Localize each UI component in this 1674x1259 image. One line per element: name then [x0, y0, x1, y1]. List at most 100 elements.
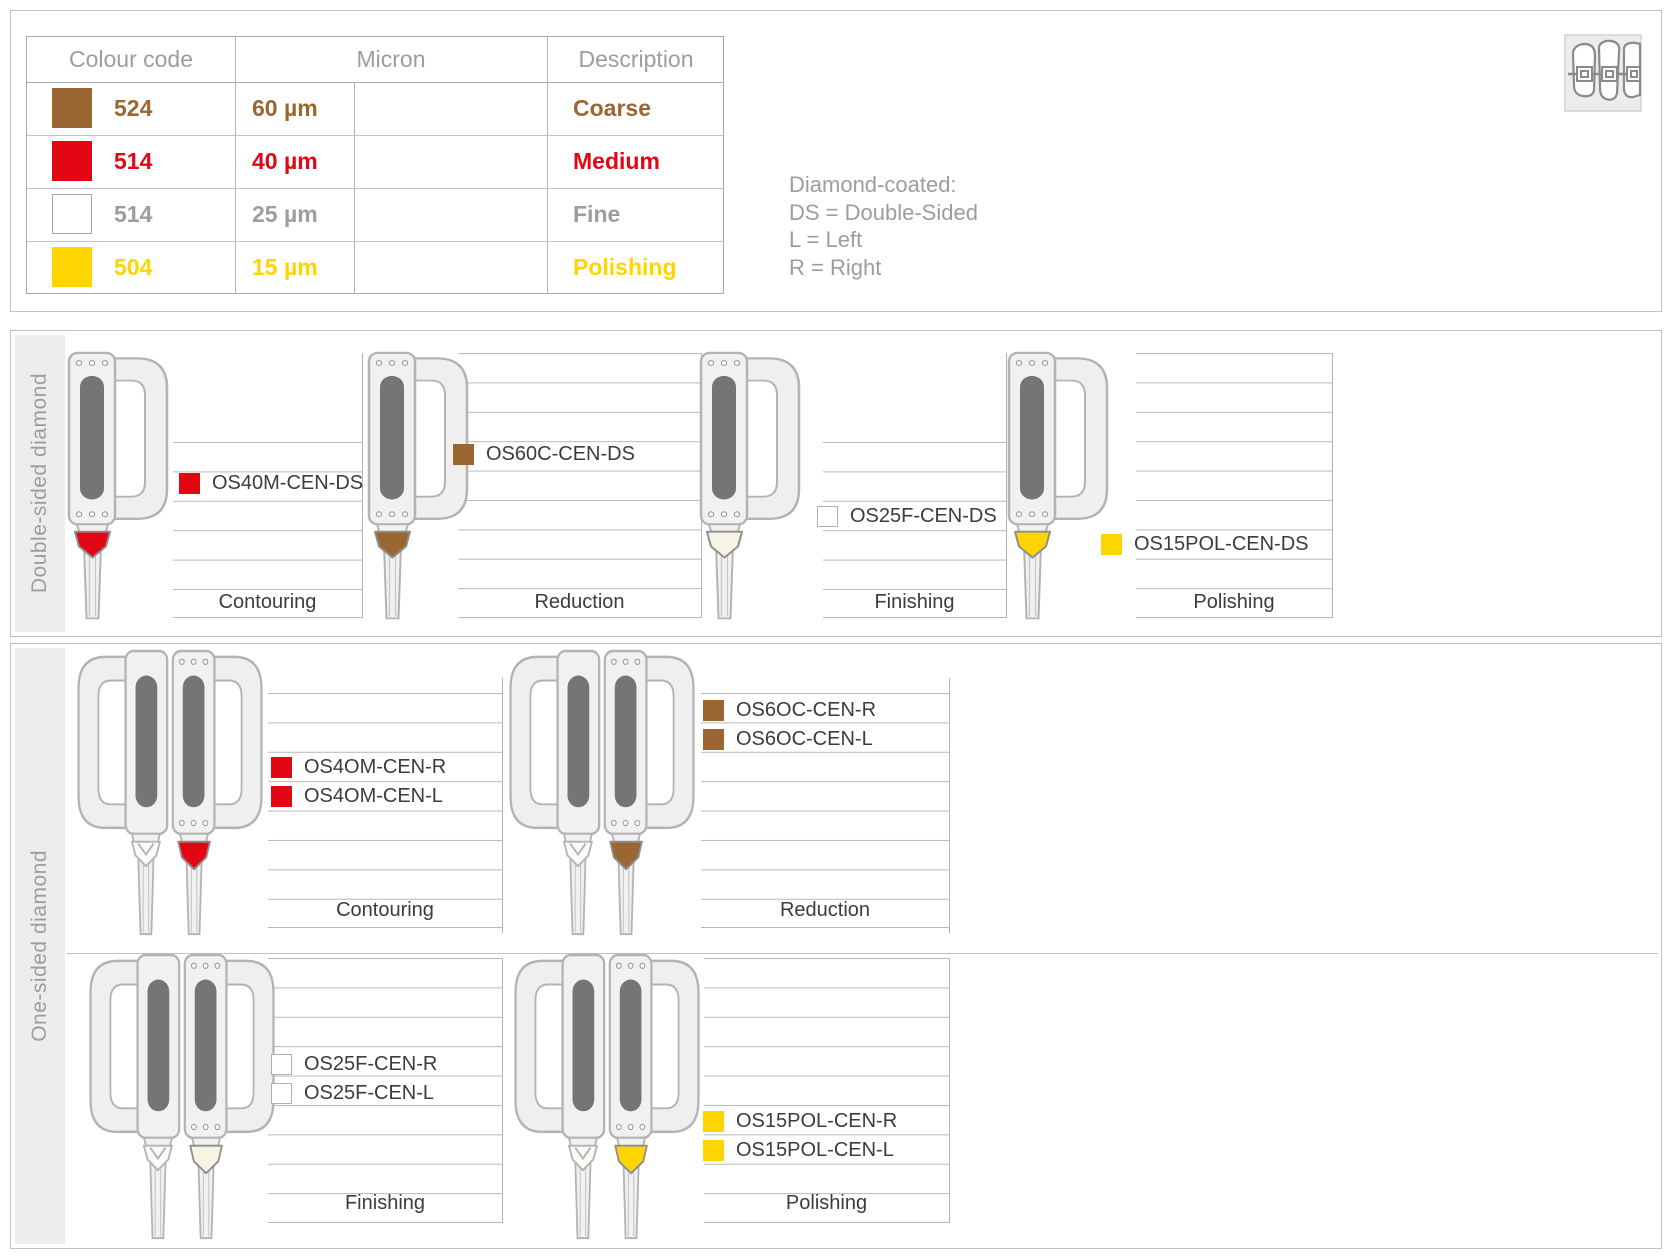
product-chip: OS25F-CEN-L — [271, 1082, 434, 1104]
category-label: Finishing — [874, 591, 955, 613]
instrument-reduction-left — [506, 649, 601, 939]
strip-instrument-icon — [1007, 351, 1109, 620]
micron-value: 25 µm — [252, 201, 318, 227]
product-code: OS25F-CEN-L — [304, 1081, 435, 1104]
table-divider — [27, 82, 723, 83]
table-row: 514 25 µm Fine — [27, 188, 723, 241]
category-label: Finishing — [344, 1192, 426, 1214]
product-swatch — [703, 699, 724, 721]
section-sidebar: One-sided diamond — [15, 648, 65, 1244]
colour-code-value: 514 — [114, 201, 153, 227]
category-label: Polishing — [1193, 591, 1275, 613]
colour-code-value: 524 — [114, 95, 153, 121]
strip-instrument-icon — [603, 649, 695, 936]
instrument-contouring-right — [171, 649, 266, 939]
product-swatch — [703, 728, 724, 750]
product-chip: OS6OC-CEN-L — [703, 728, 873, 750]
strip-instrument-plain-icon — [77, 649, 169, 936]
category-label: Reduction — [779, 899, 871, 921]
table-header-colour-code: Colour code — [68, 46, 194, 72]
product-code: OS15POL-CEN-L — [736, 1138, 894, 1161]
instrument-finishing-left — [86, 953, 181, 1243]
colour-swatch — [52, 247, 92, 287]
micron-value: 40 µm — [252, 148, 318, 174]
instrument-polishing-right — [608, 953, 703, 1243]
notes-line: L = Left — [789, 227, 863, 252]
one-sided-section: One-sided diamond — [10, 643, 1662, 1249]
product-chip: OS6OC-CEN-R — [703, 699, 876, 721]
instrument-finishing-right — [183, 953, 278, 1243]
strip-instrument-icon — [171, 649, 263, 936]
product-chip: OS15POL-CEN-R — [703, 1110, 897, 1132]
panel-divider — [949, 958, 950, 1223]
notes-title: Diamond-coated: — [789, 172, 957, 197]
table-row: 524 60 µm Coarse — [27, 82, 723, 135]
product-card — [823, 442, 1006, 618]
product-code: OS60C-CEN-DS — [486, 442, 635, 465]
description-value: Fine — [573, 201, 621, 227]
instrument-contouring-ds — [67, 351, 172, 623]
table-row: 514 40 µm Medium — [27, 135, 723, 188]
table-header-micron: Micron — [356, 46, 426, 72]
table-divider — [235, 37, 236, 293]
instrument-reduction-ds — [367, 351, 472, 623]
instrument-finishing-ds — [699, 351, 804, 623]
section-sidebar: Double-sided diamond — [15, 335, 65, 632]
product-swatch — [817, 505, 838, 527]
diamond-coated-notes: Diamond-coated: DS = Double-Sided L = Le… — [789, 171, 978, 281]
product-chip: OS15POL-CEN-DS — [1101, 533, 1309, 555]
strip-instrument-icon — [67, 351, 169, 620]
colour-code-value: 514 — [114, 148, 153, 174]
product-swatch — [453, 443, 474, 465]
product-code: OS6OC-CEN-R — [736, 698, 877, 721]
strip-instrument-plain-icon — [514, 953, 606, 1240]
category-label: Contouring — [336, 899, 434, 921]
strip-instrument-icon — [699, 351, 801, 620]
panel-divider — [949, 678, 950, 933]
product-code: OS40M-CEN-DS — [212, 471, 364, 494]
product-card — [268, 693, 502, 928]
product-card — [701, 693, 949, 928]
table-divider — [27, 188, 723, 189]
category-label: Polishing — [785, 1192, 868, 1214]
product-card — [458, 353, 701, 618]
double-sided-section: Double-sided diamond — [10, 330, 1662, 637]
micron-value: 60 µm — [252, 95, 318, 121]
strip-instrument-plain-icon — [89, 953, 181, 1240]
product-card — [1136, 353, 1332, 618]
product-swatch — [179, 472, 200, 494]
product-swatch — [1101, 533, 1122, 555]
instrument-contouring-left — [74, 649, 169, 939]
product-code: OS15POL-CEN-DS — [1134, 532, 1309, 555]
product-card — [268, 958, 502, 1223]
table-divider — [27, 135, 723, 136]
product-chip: OS25F-CEN-DS — [817, 505, 997, 527]
panel-divider — [502, 958, 503, 1223]
table-divider — [27, 241, 723, 242]
section-label: One-sided diamond — [28, 850, 51, 1042]
braces-icon — [1564, 34, 1642, 112]
notes-line: R = Right — [789, 254, 882, 280]
product-card — [173, 442, 362, 618]
category-label: Reduction — [534, 591, 625, 613]
product-code: OS25F-CEN-DS — [850, 504, 997, 527]
strip-instrument-plain-icon — [509, 649, 601, 936]
row-divider — [66, 953, 1658, 954]
product-swatch — [703, 1110, 724, 1132]
strip-instrument-icon — [608, 953, 700, 1240]
legend-box: Colour code Micron Description 524 60 µm… — [10, 10, 1662, 312]
instrument-polishing-left — [511, 953, 606, 1243]
colour-swatch — [52, 88, 92, 128]
product-code: OS4OM-CEN-R — [304, 755, 447, 778]
product-chip: OS40M-CEN-DS — [179, 472, 363, 494]
description-value: Coarse — [573, 95, 651, 121]
instrument-reduction-right — [603, 649, 698, 939]
panel-divider — [502, 678, 503, 933]
colour-code-value: 504 — [114, 254, 153, 280]
notes-line: DS = Double-Sided — [789, 199, 978, 225]
product-code: OS25F-CEN-R — [304, 1052, 438, 1075]
panel-divider — [1006, 353, 1007, 618]
table-divider — [547, 37, 548, 293]
category-label: Contouring — [218, 591, 317, 613]
